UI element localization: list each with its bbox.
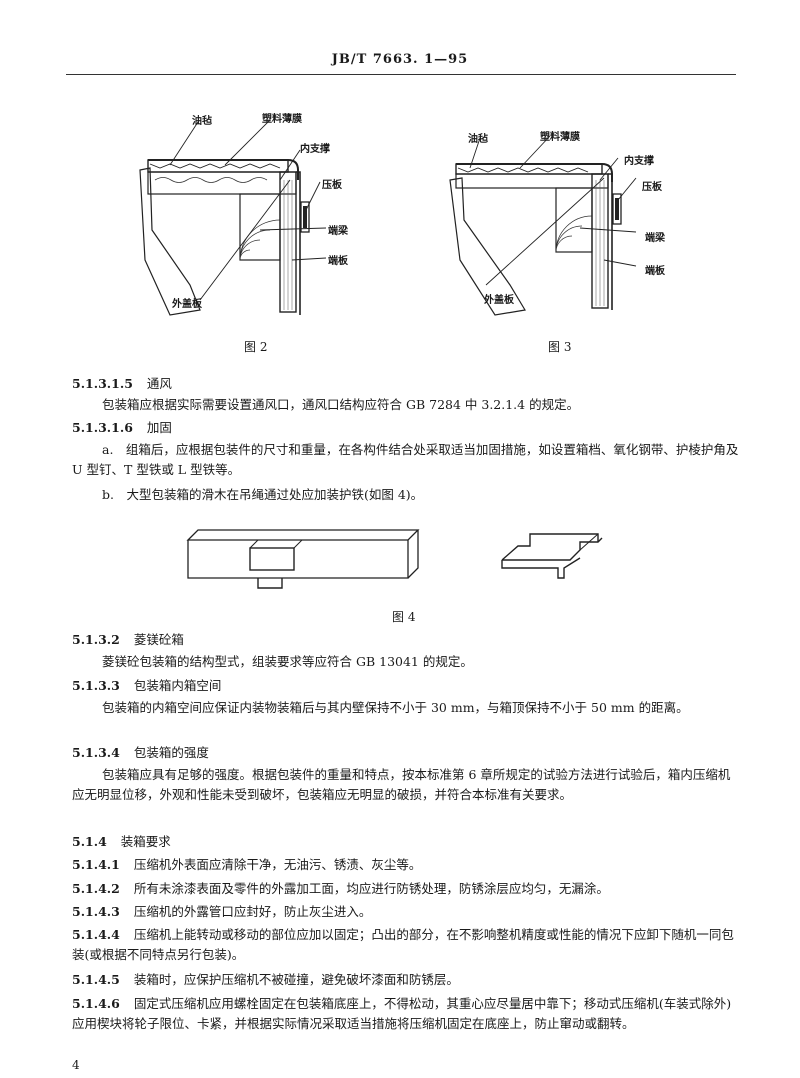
section-title: 通风 — [146, 376, 172, 391]
fig3-label-inner-support: 内支撑 — [624, 156, 654, 167]
section-number: 5.1.4.6 — [72, 996, 120, 1011]
section-number: 5.1.4.5 — [72, 972, 120, 987]
fig2-label-press-plate: 压板 — [322, 180, 342, 191]
fig2-label-film: 塑料薄膜 — [262, 114, 302, 125]
section-title: 菱镁砼箱 — [133, 632, 184, 647]
section-heading: 5.1.4 装箱要求 — [72, 832, 171, 852]
clause-5-1-4-5: 5.1.4.5 装箱时，应保护压缩机不被碰撞，避免破坏漆面和防锈层。 — [72, 970, 742, 990]
fig2-label-outer-cover: 外盖板 — [172, 299, 202, 310]
clause-text: 装箱时，应保护压缩机不被碰撞，避免破坏漆面和防锈层。 — [133, 972, 459, 987]
figure-2-drawing — [139, 119, 327, 316]
fig2-label-inner-support: 内支撑 — [300, 144, 330, 155]
section-heading: 5.1.3.4 包装箱的强度 — [72, 743, 209, 763]
section-heading: 5.1.3.3 包装箱内箱空间 — [72, 676, 221, 696]
clause-text: 压缩机上能转动或移动的部位应加以固定；凸出的部分，在不影响整机精度或性能的情况下… — [72, 927, 734, 962]
figure-3-drawing — [449, 135, 637, 316]
section-heading: 5.1.3.1.5 通风 — [72, 374, 172, 394]
section-number: 5.1.3.4 — [72, 745, 120, 760]
list-item-b: b. 大型包装箱的滑木在吊绳通过处应加装护铁(如图 4)。 — [102, 487, 424, 502]
clause-text: 所有未涂漆表面及零件的外露加工面，均应进行防锈处理，防锈涂层应均匀，无漏涂。 — [133, 881, 609, 896]
clause-text: 压缩机的外露管口应封好，防止灰尘进入。 — [133, 904, 372, 919]
header-rule — [66, 74, 736, 75]
section-number: 5.1.4.4 — [72, 927, 120, 942]
section-number: 5.1.4.1 — [72, 857, 120, 872]
fig3-label-outer-cover: 外盖板 — [484, 295, 514, 306]
standard-code-header: JB/T 7663. 1—95 — [331, 52, 469, 67]
fig3-label-end-plate: 端板 — [645, 266, 665, 277]
fig2-label-end-beam: 端梁 — [328, 226, 348, 237]
clause-5-1-4-3: 5.1.4.3 压缩机的外露管口应封好，防止灰尘进入。 — [72, 902, 742, 922]
clause-5-1-4-2: 5.1.4.2 所有未涂漆表面及零件的外露加工面，均应进行防锈处理，防锈涂层应均匀… — [72, 879, 742, 899]
section-number: 5.1.4.3 — [72, 904, 120, 919]
fig3-label-film: 塑料薄膜 — [540, 132, 580, 143]
fig2-label-lining: 油毡 — [192, 116, 212, 127]
paragraph: 包装箱应根据实际需要设置通风口，通风口结构应符合 GB 7284 中 3.2.1… — [102, 397, 580, 412]
clause-text: 压缩机外表面应清除干净，无油污、锈渍、灰尘等。 — [133, 857, 422, 872]
figure-2-caption: 图 2 — [244, 340, 268, 354]
section-number: 5.1.3.1.5 — [72, 376, 133, 391]
section-title: 包装箱内箱空间 — [133, 678, 222, 693]
figure-3-caption: 图 3 — [548, 340, 572, 354]
section-number: 5.1.3.1.6 — [72, 420, 133, 435]
paragraph: 包装箱的内箱空间应保证内装物装箱后与其内壁保持不小于 30 mm，与箱顶保持不小… — [102, 700, 689, 715]
fig3-label-lining: 油毡 — [468, 134, 488, 145]
section-heading: 5.1.3.1.6 加固 — [72, 418, 172, 438]
clause-text: 固定式压缩机应用螺栓固定在包装箱底座上，不得松动，其重心应尽量居中靠下；移动式压… — [72, 996, 732, 1031]
page-number: 4 — [72, 1058, 80, 1072]
section-heading: 5.1.3.2 菱镁砼箱 — [72, 630, 184, 650]
clause-5-1-4-1: 5.1.4.1 压缩机外表面应清除干净，无油污、锈渍、灰尘等。 — [72, 855, 742, 875]
figure-4-drawing — [186, 529, 603, 589]
paragraph: 菱镁砼包装箱的结构型式，组装要求等应符合 GB 13041 的规定。 — [102, 654, 473, 669]
section-title: 加固 — [146, 420, 172, 435]
section-title: 装箱要求 — [120, 834, 171, 849]
paragraph: 包装箱应具有足够的强度。根据包装件的重量和特点，按本标准第 6 章所规定的试验方… — [72, 767, 731, 802]
section-number: 5.1.3.2 — [72, 632, 120, 647]
fig2-label-end-plate: 端板 — [328, 256, 348, 267]
section-title: 包装箱的强度 — [133, 745, 209, 760]
section-number: 5.1.4.2 — [72, 881, 120, 896]
figure-4-caption: 图 4 — [392, 610, 416, 624]
section-number: 5.1.4 — [72, 834, 107, 849]
fig3-label-end-beam: 端梁 — [645, 233, 665, 244]
section-number: 5.1.3.3 — [72, 678, 120, 693]
fig3-label-press-plate: 压板 — [642, 182, 662, 193]
list-item-a: a. 组箱后，应根据包装件的尺寸和重量，在各构件结合处采取适当加固措施，如设置箱… — [72, 442, 739, 477]
